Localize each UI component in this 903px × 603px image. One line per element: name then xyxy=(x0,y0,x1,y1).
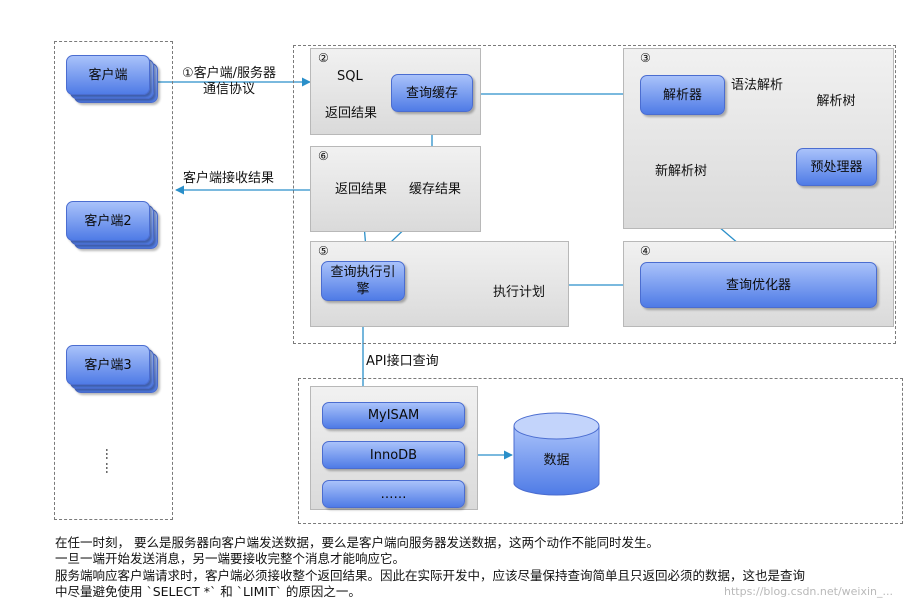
data-store-body xyxy=(513,426,600,496)
note-line-4: 中尽量避免使用 `SELECT *` 和 `LIMIT` 的原因之一。 xyxy=(55,584,361,599)
more-clients-dots: …… xyxy=(103,448,117,476)
note-line-3: 服务端响应客户端请求时，客户端必须接收整个返回结果。因此在实际开发中，应该尽量保… xyxy=(55,568,806,583)
preprocessor-box[interactable]: 预处理器 xyxy=(796,148,877,186)
data-store-label: 数据 xyxy=(543,453,570,468)
step-3-number: ③ xyxy=(640,51,651,65)
cache-return-label: 返回结果 xyxy=(325,106,378,121)
data-store-top xyxy=(513,412,600,440)
api-query-label: API接口查询 xyxy=(366,354,439,369)
client-group xyxy=(54,41,173,520)
note-line-2: 一旦一端开始发送消息，另一端要接收完整个消息才能响应它。 xyxy=(55,551,406,566)
client-1-label: 客户端 xyxy=(66,55,150,95)
execution-engine-box[interactable]: 查询执行引 擎 xyxy=(321,261,405,301)
client-2[interactable]: 客户端2 xyxy=(66,201,158,249)
client-1[interactable]: 客户端 xyxy=(66,55,158,103)
return-result-label: 返回结果 xyxy=(335,182,388,197)
syntax-parse-label: 语法解析 xyxy=(731,78,784,93)
innodb-box[interactable]: InnoDB xyxy=(322,441,465,469)
optimizer-box[interactable]: 查询优化器 xyxy=(640,262,877,308)
watermark: https://blog.csdn.net/weixin_... xyxy=(723,585,893,598)
client-2-label: 客户端2 xyxy=(66,201,150,241)
protocol-label: ①客户端/服务器 通信协议 xyxy=(182,66,277,97)
step-2-number: ② xyxy=(318,51,329,65)
parse-tree-label: 解析树 xyxy=(816,94,856,109)
more-engines-box[interactable]: …… xyxy=(322,480,465,508)
panel-return xyxy=(310,146,481,232)
sql-label: SQL xyxy=(337,69,363,84)
execution-plan-label: 执行计划 xyxy=(492,285,545,300)
cache-result-label: 缓存结果 xyxy=(409,182,462,197)
query-cache-box[interactable]: 查询缓存 xyxy=(391,74,473,112)
server-group xyxy=(293,45,896,344)
client-3[interactable]: 客户端3 xyxy=(66,345,158,393)
note-line-1: 在任一时刻， 要么是服务器向客户端发送数据，要么是客户端向服务器发送数据，这两个… xyxy=(55,535,659,550)
step-6-number: ⑥ xyxy=(318,149,329,163)
client-3-label: 客户端3 xyxy=(66,345,150,385)
client-receive-label: 客户端接收结果 xyxy=(183,171,275,186)
step-5-number: ⑤ xyxy=(318,244,329,258)
parser-box[interactable]: 解析器 xyxy=(640,75,725,115)
new-parse-tree-label: 新解析树 xyxy=(654,164,707,179)
myisam-box[interactable]: MyISAM xyxy=(322,402,465,429)
step-4-number: ④ xyxy=(640,244,651,258)
